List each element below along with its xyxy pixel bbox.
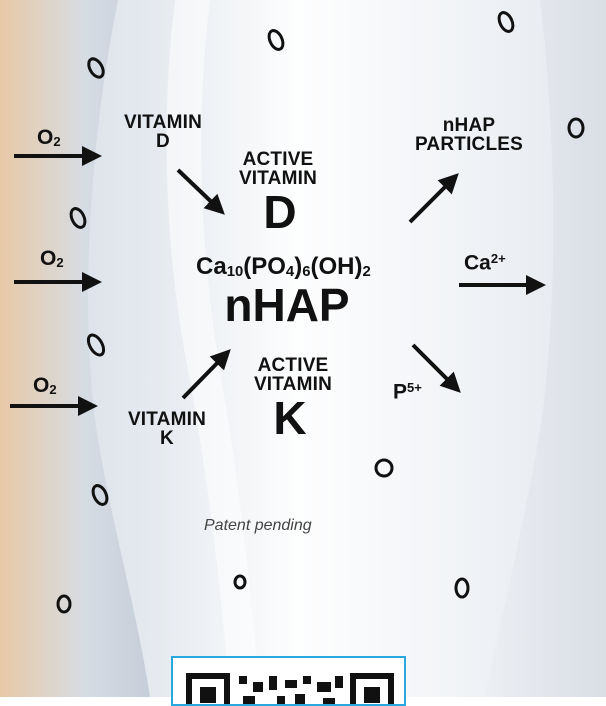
oxygen-bubble [569, 119, 583, 137]
active-vitamin-k-label: ACTIVE VITAMIN [238, 356, 348, 394]
calcium-ion-label: Ca2+ [464, 251, 506, 276]
nhap-particles-label: nHAP PARTICLES [394, 116, 544, 154]
oxygen-bubble [90, 483, 109, 506]
active-vitamin-k-letter: K [262, 395, 318, 441]
qr-code [171, 656, 406, 706]
oxygen-bubble [58, 596, 70, 612]
oxygen-bubble [68, 206, 87, 229]
o2-label-middle: O2 [40, 247, 64, 271]
vitamin-k-label: VITAMIN K [112, 410, 222, 448]
tooth-silhouette [88, 0, 553, 697]
nhap-chemical-formula: Ca10(PO4)6(OH)2 [196, 253, 371, 281]
patent-pending-note: Patent pending [204, 517, 312, 535]
vitamin-d-label: VITAMIN D [108, 113, 218, 151]
nhap-title: nHAP [212, 282, 362, 328]
active-vitamin-d-letter: D [252, 189, 308, 235]
qr-code-pattern [173, 658, 406, 706]
o2-label-bottom: O2 [33, 374, 57, 398]
phosphorus-ion-label: P5+ [393, 380, 422, 405]
oxygen-bubble [86, 56, 106, 79]
active-vitamin-d-label: ACTIVE VITAMIN [222, 150, 334, 188]
o2-label-top: O2 [37, 126, 61, 150]
